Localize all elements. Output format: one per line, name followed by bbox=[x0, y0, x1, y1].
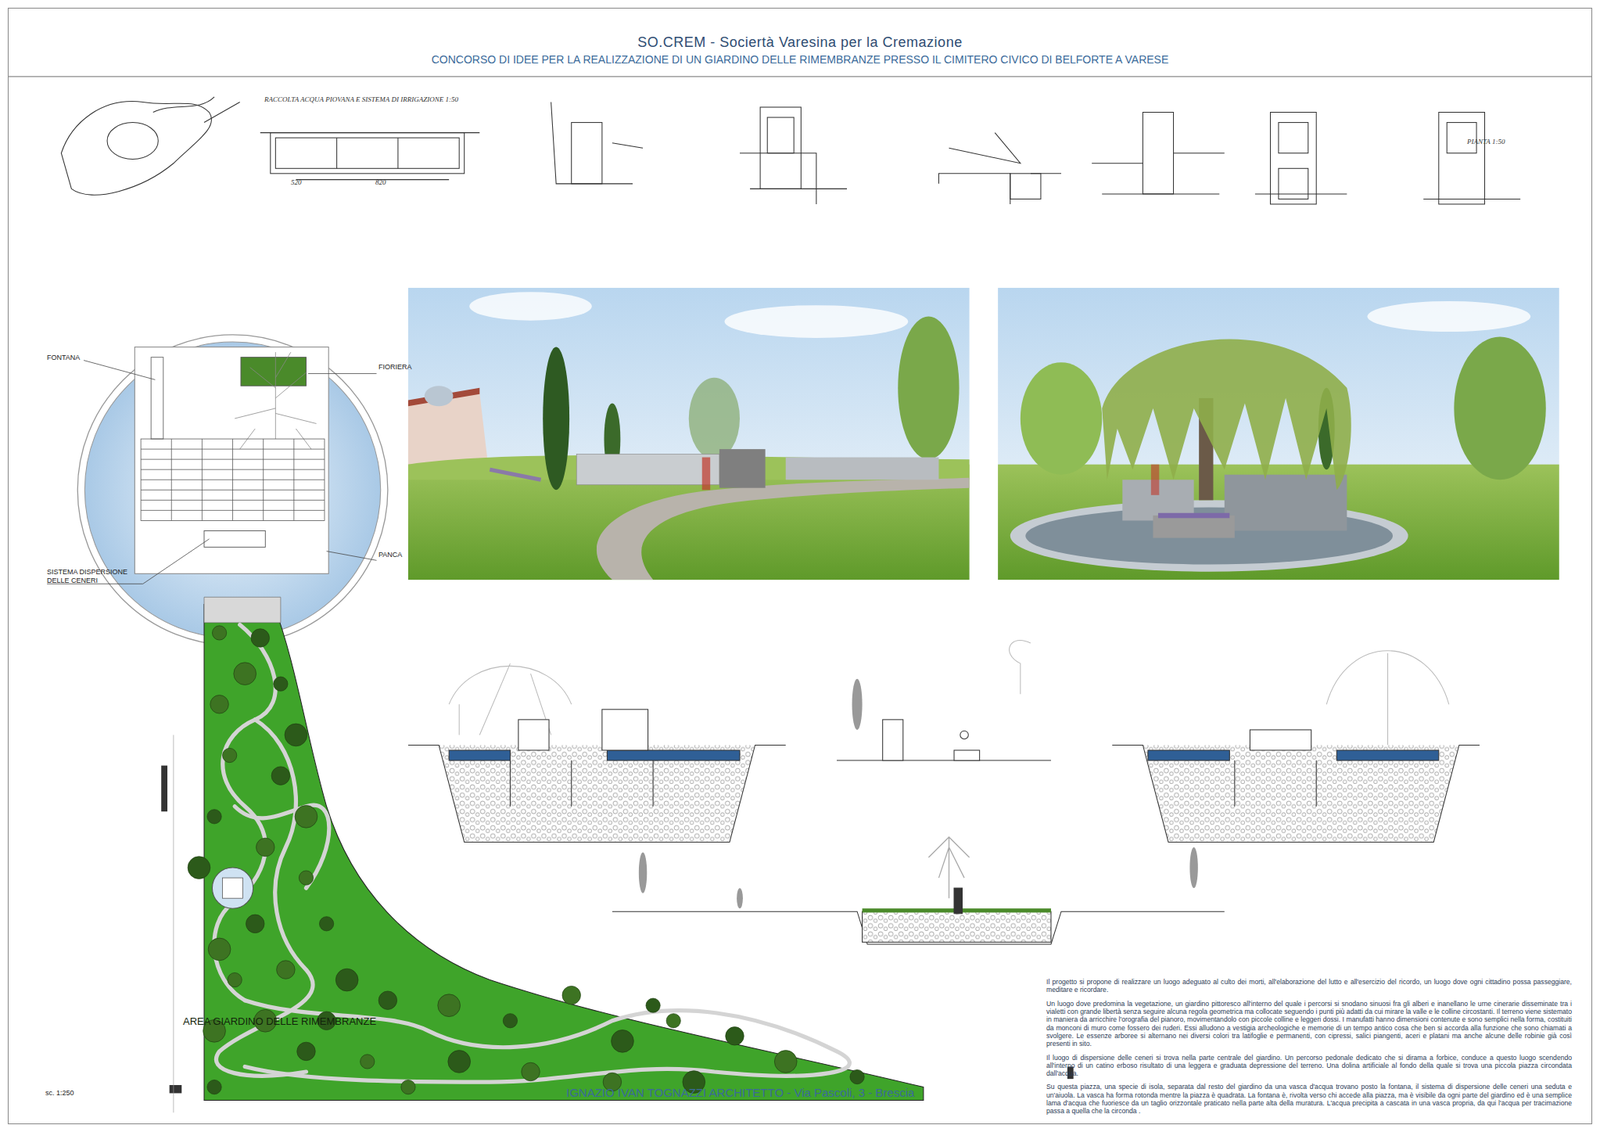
tree-symbol bbox=[246, 914, 265, 933]
tree-symbol bbox=[298, 870, 313, 885]
tree-symbol bbox=[666, 1013, 681, 1028]
sketch-label: RACCOLTA ACQUA PIOVANA E SISTEMA DI IRRI… bbox=[264, 95, 459, 105]
tree-symbol bbox=[521, 1061, 540, 1080]
tree-symbol bbox=[448, 1050, 471, 1073]
tree-symbol bbox=[210, 695, 229, 714]
tree-symbol bbox=[319, 916, 334, 931]
plan-label: SISTEMA DISPERSIONE DELLE CENERI bbox=[46, 567, 149, 585]
tree-symbol bbox=[335, 968, 359, 991]
sketch-label: PIANTA 1:50 bbox=[1467, 137, 1505, 147]
tree-symbol bbox=[611, 1029, 635, 1053]
tree-symbol bbox=[850, 1069, 865, 1084]
plan-label: FONTANA bbox=[46, 353, 80, 363]
tree-symbol bbox=[208, 937, 231, 961]
plan-label: FIORIERA bbox=[378, 362, 413, 372]
description-paragraph: Su questa piazza, una specie di isola, s… bbox=[1046, 1082, 1572, 1115]
board-title: SO.CREM - Sociertà Varesina per la Crema… bbox=[0, 34, 1600, 52]
tree-symbol bbox=[562, 985, 581, 1004]
tree-symbol bbox=[187, 856, 211, 879]
scale-label: sc. 1:250 bbox=[45, 1088, 75, 1098]
tree-symbol bbox=[207, 809, 222, 824]
tree-symbol bbox=[378, 990, 397, 1009]
text-column: Il progetto si propone di realizzare un … bbox=[1046, 977, 1572, 1116]
area-label: AREA GIARDINO DELLE RIMEMBRANZE bbox=[182, 1015, 377, 1028]
tree-symbol bbox=[211, 625, 227, 640]
tree-symbol bbox=[251, 628, 270, 647]
tree-symbol bbox=[284, 723, 308, 747]
plan-label: PANCA bbox=[378, 550, 402, 560]
tree-symbol bbox=[271, 766, 290, 785]
dimension: 820 bbox=[375, 178, 387, 187]
tree-symbol bbox=[207, 1079, 222, 1094]
tree-symbol bbox=[273, 676, 288, 691]
tree-symbol bbox=[276, 960, 295, 979]
description-paragraph: Il luogo di dispersione delle ceneri si … bbox=[1046, 1053, 1572, 1078]
tree-symbol bbox=[645, 997, 661, 1012]
tree-symbol bbox=[401, 1079, 416, 1094]
tree-symbol bbox=[725, 1026, 744, 1045]
tree-symbol bbox=[360, 1054, 375, 1069]
tree-symbol bbox=[233, 662, 257, 686]
tree-symbol bbox=[297, 1041, 316, 1060]
tree-symbol bbox=[227, 972, 242, 987]
tree-symbol bbox=[774, 1050, 797, 1073]
author-credit: IGNAZIO IVAN TOGNAZZI ARCHITETTO - Via P… bbox=[566, 1085, 915, 1100]
tree-symbol bbox=[294, 804, 318, 828]
tree-symbol bbox=[437, 993, 461, 1017]
description-paragraph: Il progetto si propone di realizzare un … bbox=[1046, 977, 1572, 994]
tree-symbol bbox=[256, 837, 275, 856]
tree-symbol bbox=[502, 1013, 517, 1028]
subtitle: CONCORSO DI IDEE PER LA REALIZZAZIONE DI… bbox=[0, 53, 1600, 67]
description-paragraph: Un luogo dove predomina la vegetazione, … bbox=[1046, 999, 1572, 1048]
dimension: 520 bbox=[290, 178, 302, 187]
tree-symbol bbox=[222, 747, 237, 762]
